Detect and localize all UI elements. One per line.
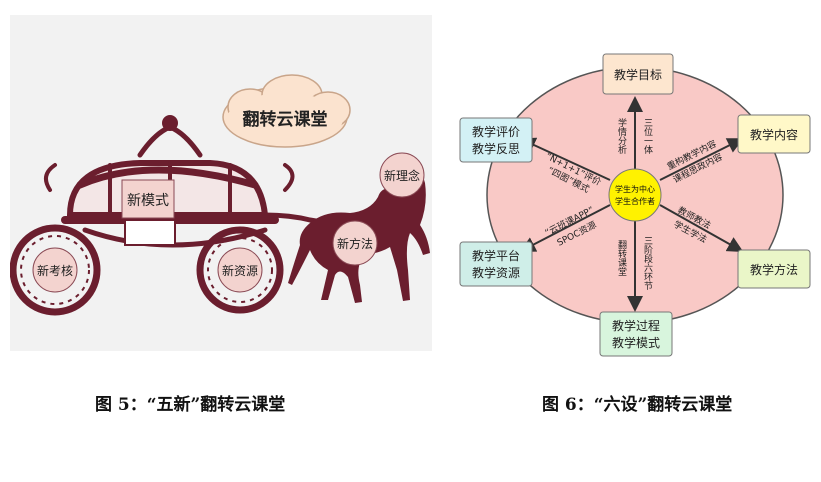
rear-wheel (9, 224, 101, 316)
assessment-circle (32, 247, 78, 293)
cloud-label: 翻转云课堂 (243, 109, 328, 130)
platform-line-2: 教学资源 (472, 265, 520, 280)
process-left-label: 翻转课堂 (616, 240, 627, 276)
method-label: 新方法 (337, 236, 373, 251)
center-line-2: 学生合作者 (615, 196, 655, 206)
evaluation-box (459, 117, 533, 163)
goal-left-label: 学情分析 (616, 117, 627, 155)
resources-label: 新资源 (222, 263, 258, 278)
method-box (737, 249, 811, 289)
method-circle (332, 220, 378, 266)
front-wheel (196, 226, 284, 314)
platform-box (459, 241, 533, 287)
center-line-1: 学生为中心 (615, 184, 655, 194)
evaluation-line-1: 教学评价 (472, 124, 520, 139)
assessment-label: 新考核 (37, 263, 73, 278)
figure-6-panel: 学生为中心 学生合作者 教学目标 教学内容 教学方法 教学过程 教学模式 教学平… (455, 40, 815, 360)
door-window (124, 219, 176, 246)
resources-circle (217, 247, 263, 293)
process-box (599, 311, 673, 357)
goal-box (602, 53, 674, 95)
cloud-shape (222, 74, 351, 148)
figure-5-panel: 翻转云课堂 (9, 15, 432, 351)
goal-label: 教学目标 (614, 67, 662, 82)
carriage-illustration: 翻转云课堂 (9, 74, 430, 316)
six-design-diagram: 学生为中心 学生合作者 教学目标 教学内容 教学方法 教学过程 教学模式 教学平… (459, 53, 811, 357)
content-label: 教学内容 (750, 127, 798, 142)
center-circle (608, 168, 662, 222)
content-box (737, 114, 811, 154)
arrows (519, 96, 744, 312)
process-right-label: 三阶段六环节 (642, 236, 653, 291)
concept-label: 新理念 (384, 168, 420, 183)
figure-6-caption: 图 6：“六设”翻转云课堂 (542, 395, 733, 415)
evaluation-line-2: 教学反思 (472, 141, 520, 156)
concept-circle (379, 152, 425, 198)
process-line-2: 教学模式 (612, 335, 660, 350)
platform-line-1: 教学平台 (472, 248, 520, 263)
figure-5-caption: 图 5：“五新”翻转云课堂 (95, 395, 286, 415)
process-line-1: 教学过程 (612, 318, 660, 333)
mode-label-box (121, 179, 175, 219)
goal-right-label: 三位一体 (642, 118, 653, 155)
mode-label: 新模式 (127, 193, 169, 209)
method-label: 教学方法 (750, 262, 798, 277)
